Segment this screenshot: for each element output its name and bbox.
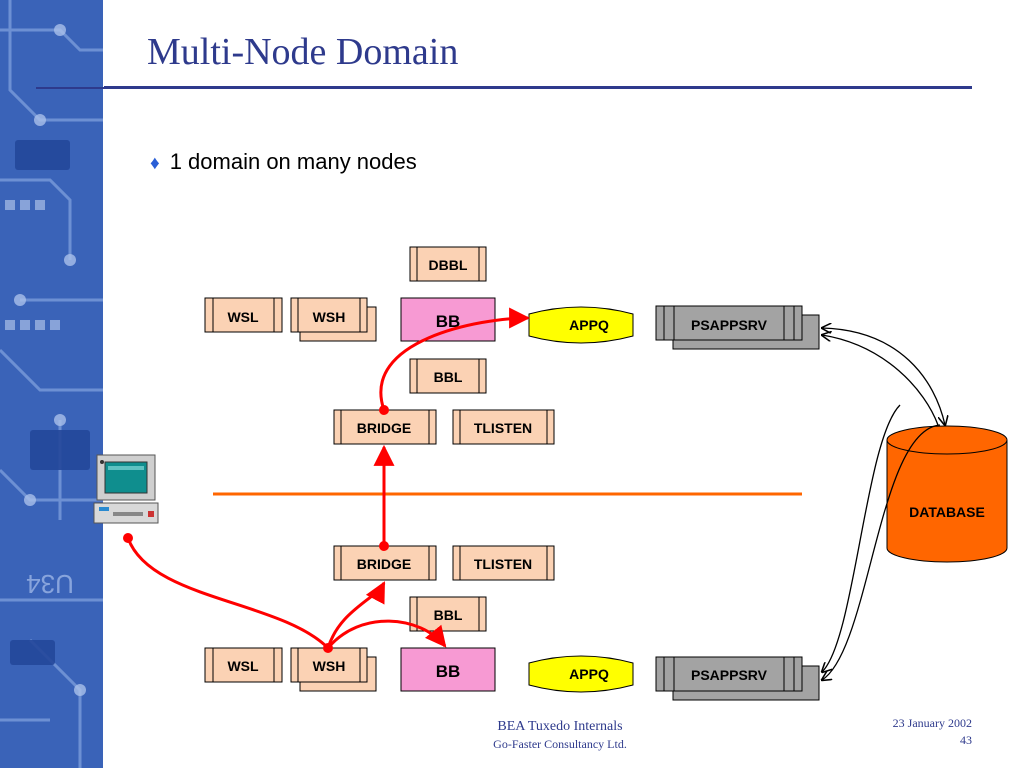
bridge-box-lower: BRIDGE (333, 545, 437, 581)
appq-queue-upper: APPQ (528, 306, 634, 344)
tlisten-box-upper: TLISTEN (452, 409, 555, 445)
bb-label-upper: BB (436, 312, 461, 331)
tlisten-box-lower: TLISTEN (452, 545, 555, 581)
sidebar-circuit-background: U34 (0, 0, 103, 768)
psappsrv-box-lower: PSAPPSRV (655, 656, 820, 701)
arrow-origin-dots (123, 405, 389, 653)
appq-label-upper: APPQ (569, 317, 609, 333)
wsh-label-upper: WSH (313, 309, 346, 325)
dbbl-box: DBBL (409, 246, 487, 282)
appq-label-lower: APPQ (569, 666, 609, 682)
tlisten-label-upper: TLISTEN (474, 420, 532, 436)
wsh-box-upper: WSH (290, 297, 377, 342)
client-to-wsh-arrow (126, 537, 330, 650)
bridge-box-upper: BRIDGE (333, 409, 437, 445)
wsh-label-lower: WSH (313, 658, 346, 674)
title-rule (104, 86, 972, 89)
wsl-box-lower: WSL (204, 647, 283, 683)
page-title: Multi-Node Domain (147, 31, 459, 73)
bullet-text: 1 domain on many nodes (169, 149, 417, 174)
bridge-to-appq-arrow (379, 307, 531, 411)
psappsrv-label-upper: PSAPPSRV (691, 317, 768, 333)
wsl-label-lower: WSL (227, 658, 259, 674)
bridge-label-upper: BRIDGE (357, 420, 411, 436)
desktop-computer-icon (93, 454, 159, 524)
psappsrv-label-lower: PSAPPSRV (691, 667, 768, 683)
message-flow-arrows (126, 307, 531, 650)
bullet-item: ♦ 1 domain on many nodes (150, 149, 417, 175)
footer-title: BEA Tuxedo Internals (497, 719, 623, 734)
bridge-label-lower: BRIDGE (357, 556, 411, 572)
wsl-label-upper: WSL (227, 309, 259, 325)
appq-queue-lower: APPQ (528, 655, 634, 693)
diamond-bullet-icon: ♦ (150, 153, 160, 174)
bbl-label-lower: BBL (434, 607, 463, 623)
wsh-box-lower: WSH (290, 647, 377, 692)
footer-date: 23 January 2002 (892, 716, 972, 730)
page-number: 43 (960, 733, 972, 747)
bbl-label-upper: BBL (434, 369, 463, 385)
database-cylinder: DATABASE (886, 425, 1008, 563)
bb-box-upper: BB (400, 297, 496, 342)
wsl-box-upper: WSL (204, 297, 283, 333)
psappsrv-box-upper: PSAPPSRV (655, 305, 820, 350)
bbl-box-lower: BBL (409, 596, 487, 632)
tlisten-label-lower: TLISTEN (474, 556, 532, 572)
sidebar-watermark: U34 (26, 569, 74, 599)
footer-right: 23 January 2002 43 (893, 715, 972, 749)
footer-company: Go-Faster Consultancy Ltd. (493, 737, 627, 751)
bb-box-lower: BB (400, 647, 496, 692)
wsh-to-bb-arrow (326, 619, 447, 649)
bbl-box-upper: BBL (409, 358, 487, 394)
wsh-to-bridge-arrow (326, 581, 386, 649)
database-connectors (822, 328, 945, 680)
dbbl-label: DBBL (429, 257, 468, 273)
footer-center: BEA Tuxedo Internals Go-Faster Consultan… (455, 719, 665, 752)
database-label: DATABASE (909, 504, 985, 520)
title-rule-left (36, 87, 104, 89)
bb-label-lower: BB (436, 662, 461, 681)
